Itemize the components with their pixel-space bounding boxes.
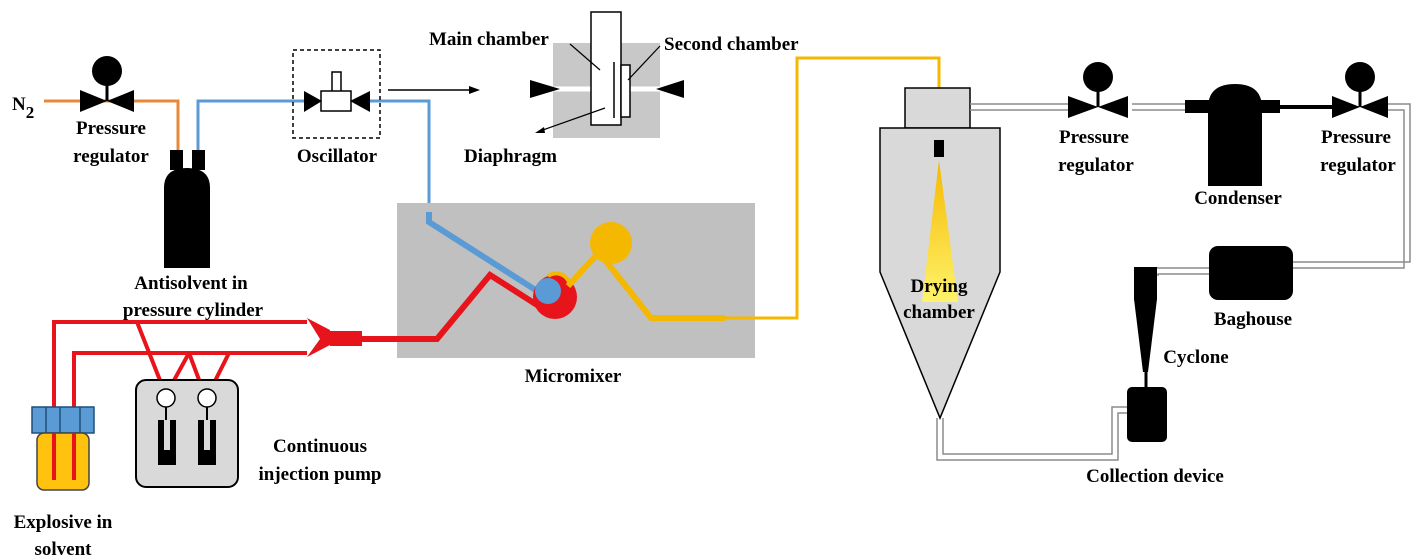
pressure-regulator-right-icon: [1332, 62, 1388, 118]
main-chamber-label: Main chamber: [429, 29, 549, 50]
product-line: [725, 56, 941, 320]
pressure-regulator-left-label-2: regulator: [73, 146, 149, 167]
condenser-label: Condenser: [1194, 188, 1282, 209]
n2-label: N2: [12, 94, 34, 122]
cyclone-icon: [1134, 267, 1157, 390]
pressure-regulator-mid-label: Pressure: [1059, 127, 1129, 148]
antisolvent-line: [196, 99, 431, 212]
pressure-regulator-mid-icon: [1068, 62, 1128, 118]
oscillator-arrow: [388, 86, 480, 94]
condenser-icon: [1185, 84, 1340, 186]
explosive-label-2: solvent: [35, 539, 93, 560]
continuous-pump-label-2: injection pump: [259, 464, 382, 485]
micromixer-panel: [362, 203, 755, 358]
drying-chamber-label-2: chamber: [903, 302, 975, 323]
antisolvent-label: Antisolvent in: [134, 273, 248, 294]
oscillator-icon: [292, 49, 381, 139]
second-chamber-label: Second chamber: [664, 34, 799, 55]
diaphragm-label: Diaphragm: [464, 146, 557, 167]
antisolvent-label-2: pressure cylinder: [123, 300, 264, 321]
drying-chamber-label: Drying: [911, 276, 969, 297]
cyclone-label: Cyclone: [1163, 347, 1228, 368]
pressure-cylinder-icon: [164, 150, 210, 268]
pressure-regulator-left-label: Pressure: [76, 118, 146, 139]
collection-device-icon: [1127, 387, 1167, 442]
drying-chamber-icon: [879, 87, 1001, 420]
pressure-regulator-right-label: Pressure: [1321, 127, 1391, 148]
oscillator-label: Oscillator: [297, 146, 378, 167]
baghouse-icon: [1209, 246, 1293, 300]
continuous-pump-label: Continuous: [273, 436, 367, 457]
pressure-regulator-right-label-2: regulator: [1320, 155, 1396, 176]
explosive-vessel-icon: [31, 406, 95, 491]
pressure-regulator-left-icon: [80, 56, 134, 112]
baghouse-label: Baghouse: [1214, 309, 1292, 330]
explosive-label: Explosive in: [14, 512, 113, 533]
micromixer-label: Micromixer: [525, 366, 622, 387]
collection-device-label: Collection device: [1086, 466, 1224, 487]
injection-pump-icon: [135, 379, 239, 488]
oscillator-detail: [530, 11, 684, 138]
pressure-regulator-mid-label-2: regulator: [1058, 155, 1134, 176]
gas-lines: [936, 103, 1411, 461]
